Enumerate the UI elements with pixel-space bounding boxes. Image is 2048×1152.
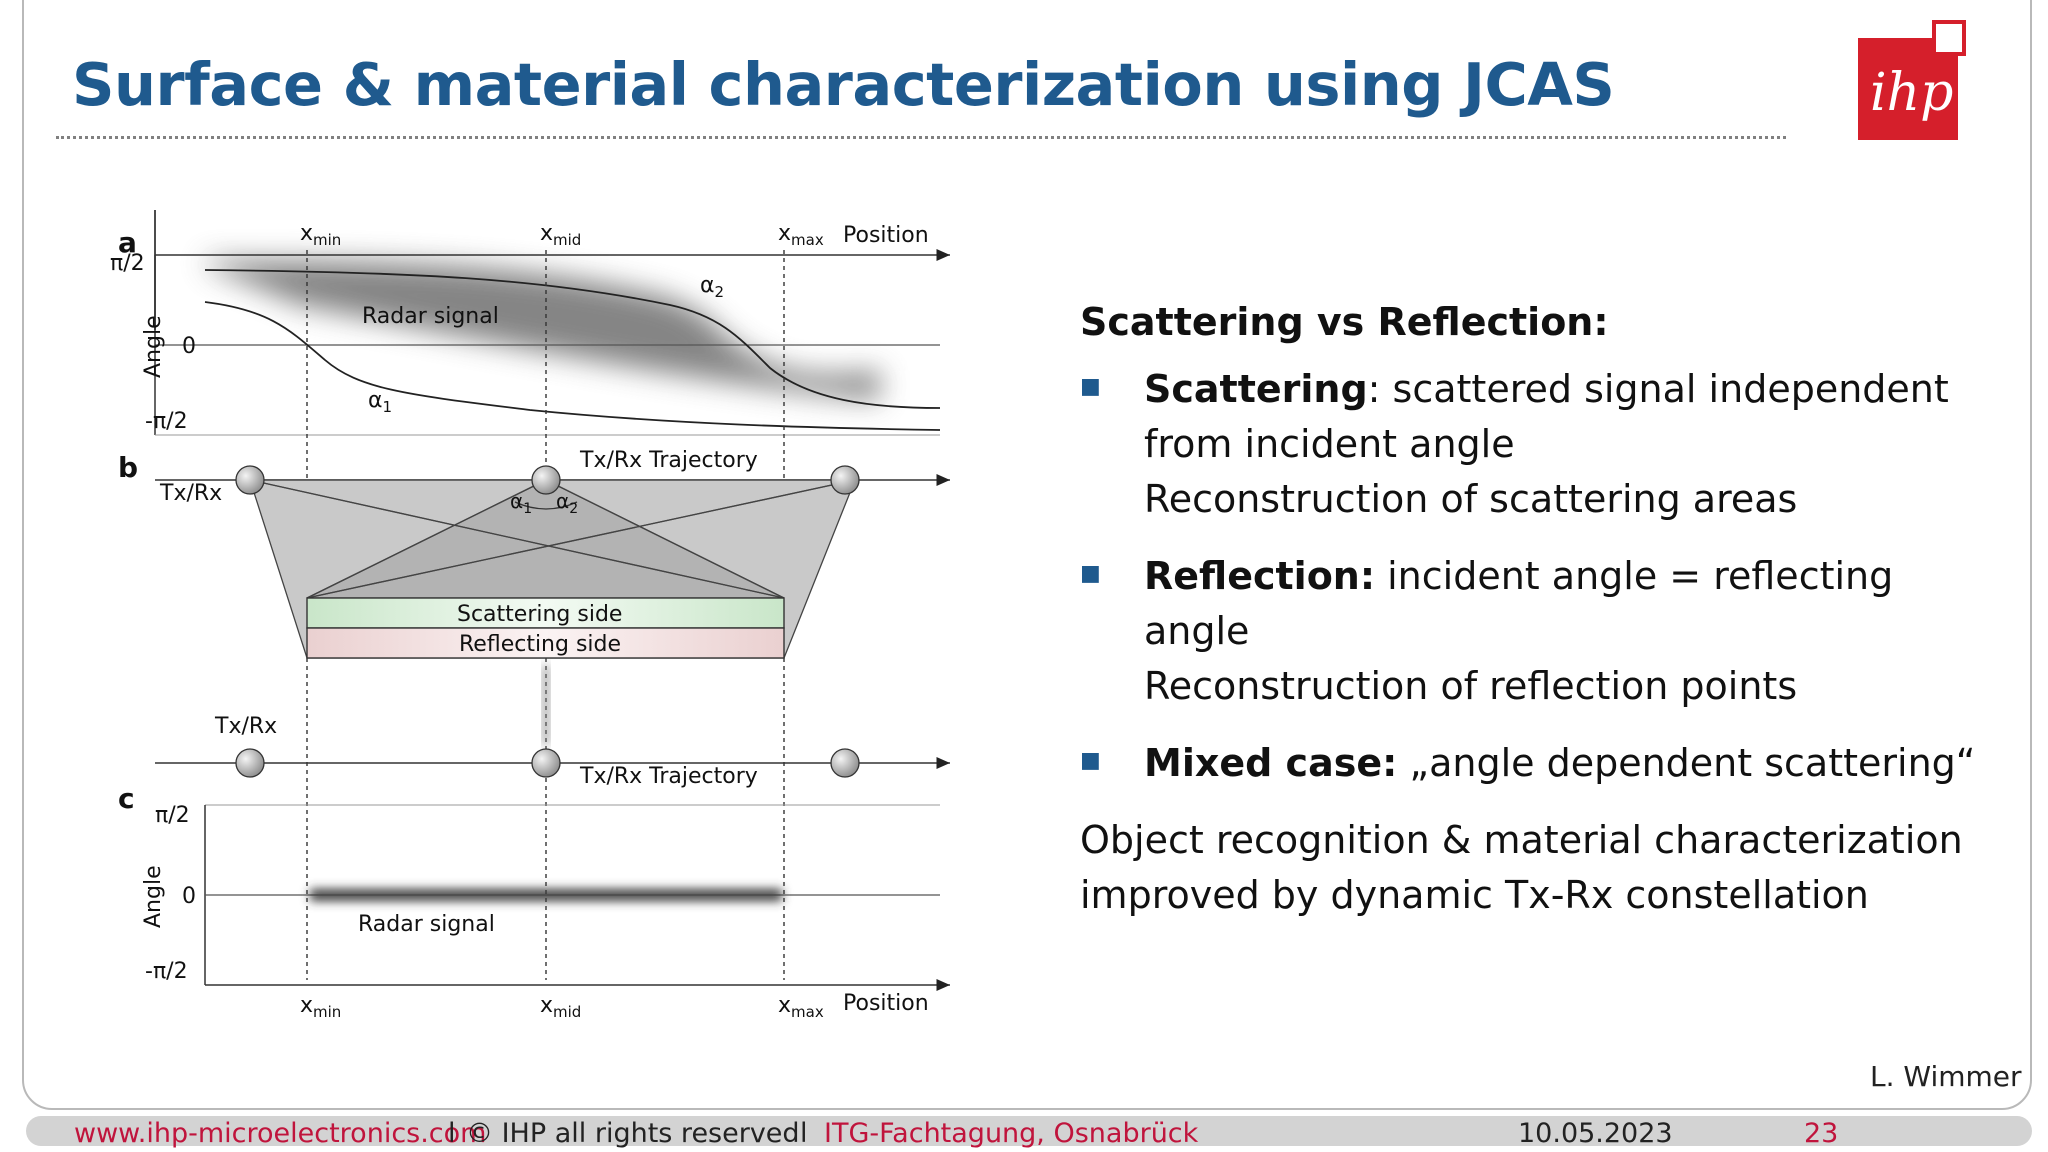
panel-c-tick-zero: 0 — [182, 884, 196, 909]
panel-a-signal-band — [205, 260, 880, 400]
scattering-side-box — [306, 597, 785, 629]
panel-c-tick-top: π/2 — [155, 803, 190, 828]
panel-a: a π/2 0 -π/2 Angle Position Radar signal… — [110, 210, 950, 436]
bullet-mixed-term: Mixed case: — [1144, 741, 1398, 785]
svg-text:α2: α2 — [556, 489, 578, 517]
square-bullet-icon: ■ — [1080, 561, 1101, 586]
xmax-label-top: x — [778, 221, 791, 246]
txrx-b-mid — [531, 465, 561, 495]
panel-a-signal-label: Radar signal — [362, 304, 499, 329]
angle-alpha2-label: α — [556, 489, 569, 513]
txrx-b-left — [235, 465, 265, 495]
txrx-c-left — [235, 748, 265, 778]
bullet-mixed: ■ Mixed case: „angle dependent scatterin… — [1080, 736, 1980, 791]
footer-page-number: 23 — [1804, 1118, 1839, 1149]
panel-c-trajectory-label: Tx/Rx Trajectory — [579, 764, 758, 789]
xmax-label-bottom: x — [778, 993, 791, 1018]
panel-b-txrx-label: Tx/Rx — [159, 481, 222, 506]
footer-event: ITG-Fachtagung, Osnabrück — [824, 1118, 1199, 1149]
svg-text:xmin: xmin — [300, 221, 341, 249]
alpha1-curve — [204, 301, 941, 431]
alpha2-label: α — [700, 273, 715, 298]
ihp-logo: ihp — [1858, 20, 1966, 140]
bullet-scattering-term: Scattering — [1144, 367, 1368, 411]
bullet-reflection: ■ Reflection: incident angle = reflectin… — [1080, 549, 1980, 714]
panel-b-trajectory-label: Tx/Rx Trajectory — [579, 448, 758, 473]
panel-a-tick-zero: 0 — [182, 334, 196, 359]
panel-b-letter: b — [118, 451, 138, 484]
bullet-reflection-text: incident angle = reflecting angle — [1144, 554, 1894, 653]
panel-c-txrx-label: Tx/Rx — [214, 714, 277, 739]
xmid-label-top: x — [540, 221, 553, 246]
svg-text:α1: α1 — [368, 388, 392, 416]
logo-text: ihp — [1870, 63, 1953, 123]
txrx-b-right — [830, 465, 860, 495]
square-bullet-icon: ■ — [1080, 748, 1101, 773]
panel-c-signal-label: Radar signal — [358, 912, 495, 937]
txrx-c-mid — [531, 748, 561, 778]
jcas-diagram: a π/2 0 -π/2 Angle Position Radar signal… — [110, 210, 950, 1021]
svg-text:xmin: xmin — [300, 993, 341, 1021]
footer-separator: l — [800, 1118, 808, 1149]
xmid-label-bottom: x — [540, 993, 553, 1018]
panel-c-x-label: Position — [843, 991, 929, 1016]
alpha2-curve — [204, 269, 941, 409]
panel-heading: Scattering vs Reflection: — [1080, 300, 1609, 344]
author-credit: L. Wimmer — [1870, 1060, 2022, 1093]
panel-c-y-label: Angle — [141, 865, 166, 928]
svg-text:α1: α1 — [510, 489, 532, 517]
bullet-scattering-text: : scattered signal independent from inci… — [1144, 367, 1949, 466]
panel-c: Tx/Rx Tx/Rx Trajectory c π/2 0 -π/2 Angl… — [118, 714, 950, 1021]
xmin-label-bottom: x — [300, 993, 313, 1018]
bullet-scattering-line2: Reconstruction of scattering areas — [1144, 477, 1798, 521]
footer-copyright: © IHP all rights reserved — [466, 1118, 800, 1149]
bullet-mixed-text: „angle dependent scattering“ — [1397, 741, 1976, 785]
txrx-c-right — [830, 748, 860, 778]
footer-website-link[interactable]: www.ihp-microelectronics.com — [74, 1118, 487, 1149]
panel-c-signal-band — [310, 889, 782, 901]
panel-a-y-label: Angle — [141, 315, 166, 378]
panel-b: Scattering side Reflecting side b Tx/Rx … — [118, 448, 950, 745]
panel-c-tick-bottom: -π/2 — [145, 959, 188, 984]
svg-text:xmid: xmid — [540, 221, 581, 249]
alpha1-label: α — [368, 388, 383, 413]
panel-conclusion: Object recognition & material characteri… — [1080, 818, 1963, 917]
slide-title: Surface & material characterization usin… — [72, 50, 1615, 119]
svg-text:xmax: xmax — [778, 221, 824, 249]
panel-a-tick-bottom: -π/2 — [145, 409, 188, 434]
bullet-reflection-line2: Reconstruction of reflection points — [1144, 664, 1798, 708]
xmin-label-top: x — [300, 221, 313, 246]
title-divider — [56, 136, 1786, 139]
panel-a-tick-top: π/2 — [110, 251, 145, 276]
bullet-scattering: ■ Scattering: scattered signal independe… — [1080, 362, 1980, 527]
panel-a-letter: a — [118, 226, 137, 259]
svg-text:xmax: xmax — [778, 993, 824, 1021]
panel-a-x-label: Position — [843, 223, 929, 248]
reflecting-side-box — [306, 627, 785, 659]
svg-text:xmid: xmid — [540, 993, 581, 1021]
footer-bar — [26, 1116, 2032, 1146]
reflecting-side-label: Reflecting side — [459, 632, 621, 657]
footer-date: 10.05.2023 — [1518, 1118, 1673, 1149]
footer-separator: l — [448, 1118, 456, 1149]
angle-alpha1-label: α — [510, 489, 523, 513]
bullet-reflection-term: Reflection: — [1144, 554, 1376, 598]
square-bullet-icon: ■ — [1080, 374, 1101, 399]
svg-text:α2: α2 — [700, 273, 724, 301]
panel-c-letter: c — [118, 782, 135, 815]
scattering-side-label: Scattering side — [457, 602, 622, 627]
explanation-panel: Scattering vs Reflection: ■ Scattering: … — [1080, 300, 1980, 923]
